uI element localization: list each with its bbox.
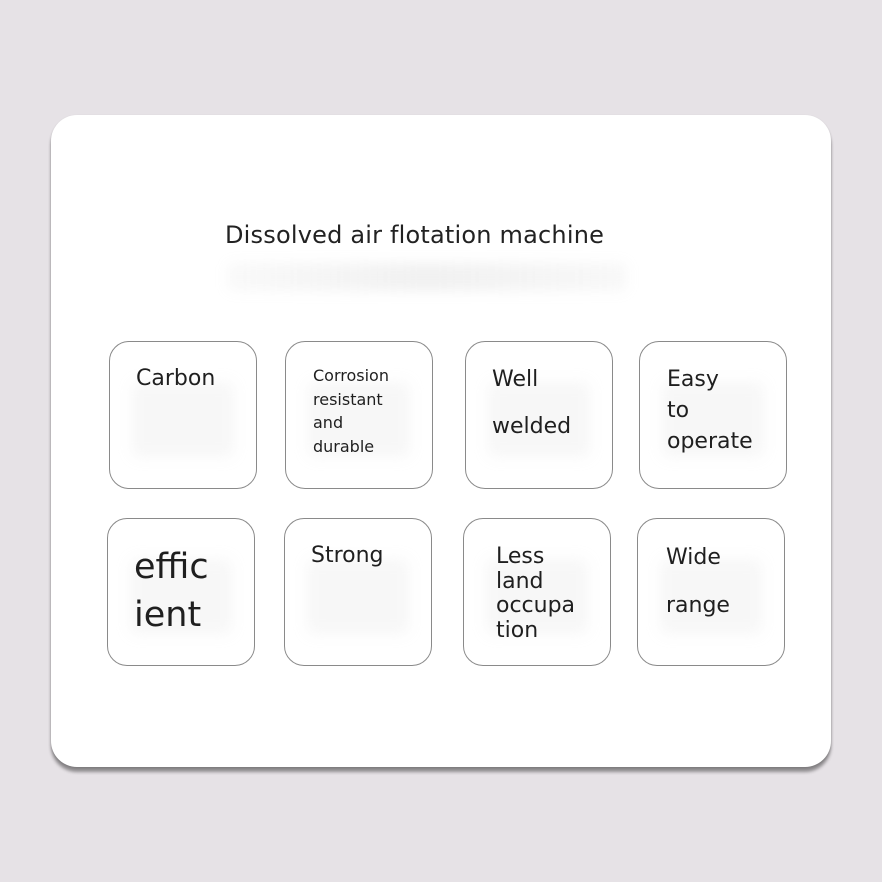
feature-label: Easy to operate xyxy=(667,367,753,454)
feature-label: Well welded xyxy=(492,367,572,439)
feature-tile-less-land-occupation: Less land occupa tion xyxy=(463,518,611,666)
feature-tile-easy-to-operate: Easy to operate xyxy=(639,341,787,489)
feature-label: Less land occupa tion xyxy=(496,544,576,643)
feature-label: Corrosion resistant and durable xyxy=(313,366,389,456)
feature-tile-carbon: Carbon xyxy=(109,341,257,489)
feature-tile-corrosion-resistant: Corrosion resistant and durable xyxy=(285,341,433,489)
feature-tile-strong: Strong xyxy=(284,518,432,666)
feature-tile-wide-range: Wide range xyxy=(637,518,785,666)
feature-label: Wide range xyxy=(666,545,730,618)
product-title: Dissolved air flotation machine xyxy=(225,221,605,249)
feature-card: Dissolved air flotation machine Carbon C… xyxy=(51,115,831,767)
feature-label: Carbon xyxy=(136,366,216,391)
feature-tile-efficient: effic ient xyxy=(107,518,255,666)
feature-label: effic ient xyxy=(134,547,209,635)
feature-tile-well-welded: Well welded xyxy=(465,341,613,489)
blurred-subtitle xyxy=(227,263,627,291)
feature-label: Strong xyxy=(311,543,384,568)
